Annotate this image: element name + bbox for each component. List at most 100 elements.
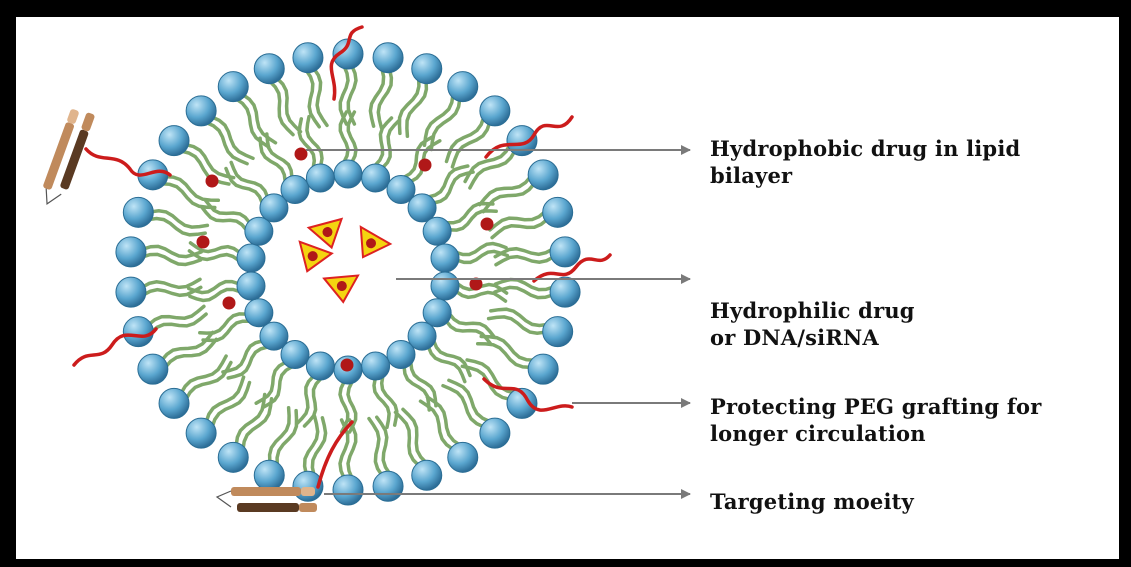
lipid-head (138, 354, 168, 384)
label-hydrophobic-line1: Hydrophobic drug in lipid (710, 135, 1020, 162)
lipid-tail (340, 382, 348, 432)
lipid-tail (470, 151, 515, 188)
lipid-head (550, 237, 580, 267)
lipid-head (237, 244, 265, 272)
lipid-head (254, 54, 284, 84)
lipid-tail (443, 386, 484, 427)
hydrophilic-drug-cluster (291, 219, 390, 303)
label-peg-grafting: Protecting PEG grafting for longer circu… (710, 393, 1042, 447)
antibody-tip (301, 487, 315, 496)
lipid-head (362, 164, 390, 192)
lipid-head (431, 272, 459, 300)
label-hydrophilic-drug: Hydrophilic drug or DNA/siRNA (710, 297, 915, 351)
lipid-tail (243, 95, 276, 143)
label-hydrophobic-drug: Hydrophobic drug in lipid bilayer (710, 135, 1020, 189)
label-hydrophilic-line1: Hydrophilic drug (710, 297, 915, 324)
lipid-head (306, 164, 334, 192)
inner-lipid-heads (237, 160, 459, 384)
lipid-head (373, 471, 403, 501)
antibody-icon (38, 107, 96, 210)
lipid-tail (263, 367, 292, 408)
lipid-head (387, 340, 415, 368)
lipid-head (245, 217, 273, 245)
lipid-head (254, 460, 284, 490)
lipid-head (245, 299, 273, 327)
drug-dot-icon (206, 175, 219, 188)
lipid-tail (340, 112, 348, 162)
lipid-head (237, 272, 265, 300)
lipid-head (448, 442, 478, 472)
lipid-head (159, 126, 189, 156)
hydrophilic-drug-icon (291, 242, 332, 277)
lipid-head (507, 126, 537, 156)
lipid-head (528, 160, 558, 190)
lipid-tail (231, 162, 267, 197)
lipid-tail (429, 347, 465, 382)
lipid-head (123, 317, 153, 347)
lipid-head (123, 197, 153, 227)
lipid-head (116, 237, 146, 267)
lipid-head (218, 442, 248, 472)
lipid-tail (478, 344, 531, 368)
label-peg-line2: longer circulation (710, 420, 1042, 447)
lipid-tail (480, 177, 531, 205)
lipid-head (333, 475, 363, 505)
antibody-tip (299, 503, 317, 512)
drug-dot-icon (341, 359, 354, 372)
label-hydrophobic-line2: bilayer (710, 162, 1020, 189)
diagram-frame: Hydrophobic drug in lipid bilayer Hydrop… (16, 17, 1119, 559)
hydrophilic-drug-icon (324, 276, 360, 304)
lipid-tail (181, 356, 226, 393)
lipid-head (448, 72, 478, 102)
lipid-head (260, 322, 288, 350)
label-targeting-moiety: Targeting moeity (710, 488, 914, 515)
lipid-tail (370, 69, 383, 126)
lipid-head (543, 197, 573, 227)
drug-dot-icon (481, 218, 494, 231)
lipid-head (412, 460, 442, 490)
hydrophilic-drug-icon (348, 227, 390, 266)
lipid-tail (421, 401, 454, 449)
lipid-head (480, 418, 510, 448)
drug-dot-icon (197, 236, 210, 249)
lipid-head (431, 244, 459, 272)
lipid-tail (404, 137, 433, 178)
lipid-head (550, 277, 580, 307)
lipid-tail (212, 117, 253, 158)
antibody-arm (231, 487, 301, 496)
lipid-tail (143, 279, 201, 287)
lipid-head (306, 352, 334, 380)
antibody-stem (41, 189, 61, 208)
lipid-head (408, 194, 436, 222)
lipid-head (423, 217, 451, 245)
lipid-head (543, 317, 573, 347)
liposome-diagram (16, 17, 1119, 559)
lipid-tail (314, 69, 327, 126)
drug-dot-icon (295, 148, 308, 161)
lipid-head (480, 96, 510, 126)
lipid-tail (456, 292, 505, 302)
lipid-tail (165, 339, 216, 367)
antibody-stem (217, 491, 231, 507)
targeting-antibodies (38, 107, 317, 512)
lipid-head (159, 388, 189, 418)
label-peg-line1: Protecting PEG grafting for (710, 393, 1042, 420)
lipid-head (334, 160, 362, 188)
lipid-head (116, 277, 146, 307)
label-hydrophilic-line2: or DNA/siRNA (710, 324, 915, 351)
lipid-head (528, 354, 558, 384)
lipid-tail (496, 257, 554, 265)
lipid-head (186, 96, 216, 126)
lipid-head (412, 54, 442, 84)
lipid-tail (369, 419, 382, 476)
antibody-arm (237, 503, 299, 512)
lipid-head (281, 176, 309, 204)
lipid-tail (270, 81, 293, 134)
lipid-head (293, 43, 323, 73)
lipid-head (218, 72, 248, 102)
lipid-head (423, 299, 451, 327)
antibody-tip (81, 112, 96, 132)
lipid-tail (348, 112, 356, 162)
label-targeting: Targeting moeity (710, 488, 914, 515)
lipid-head (186, 418, 216, 448)
